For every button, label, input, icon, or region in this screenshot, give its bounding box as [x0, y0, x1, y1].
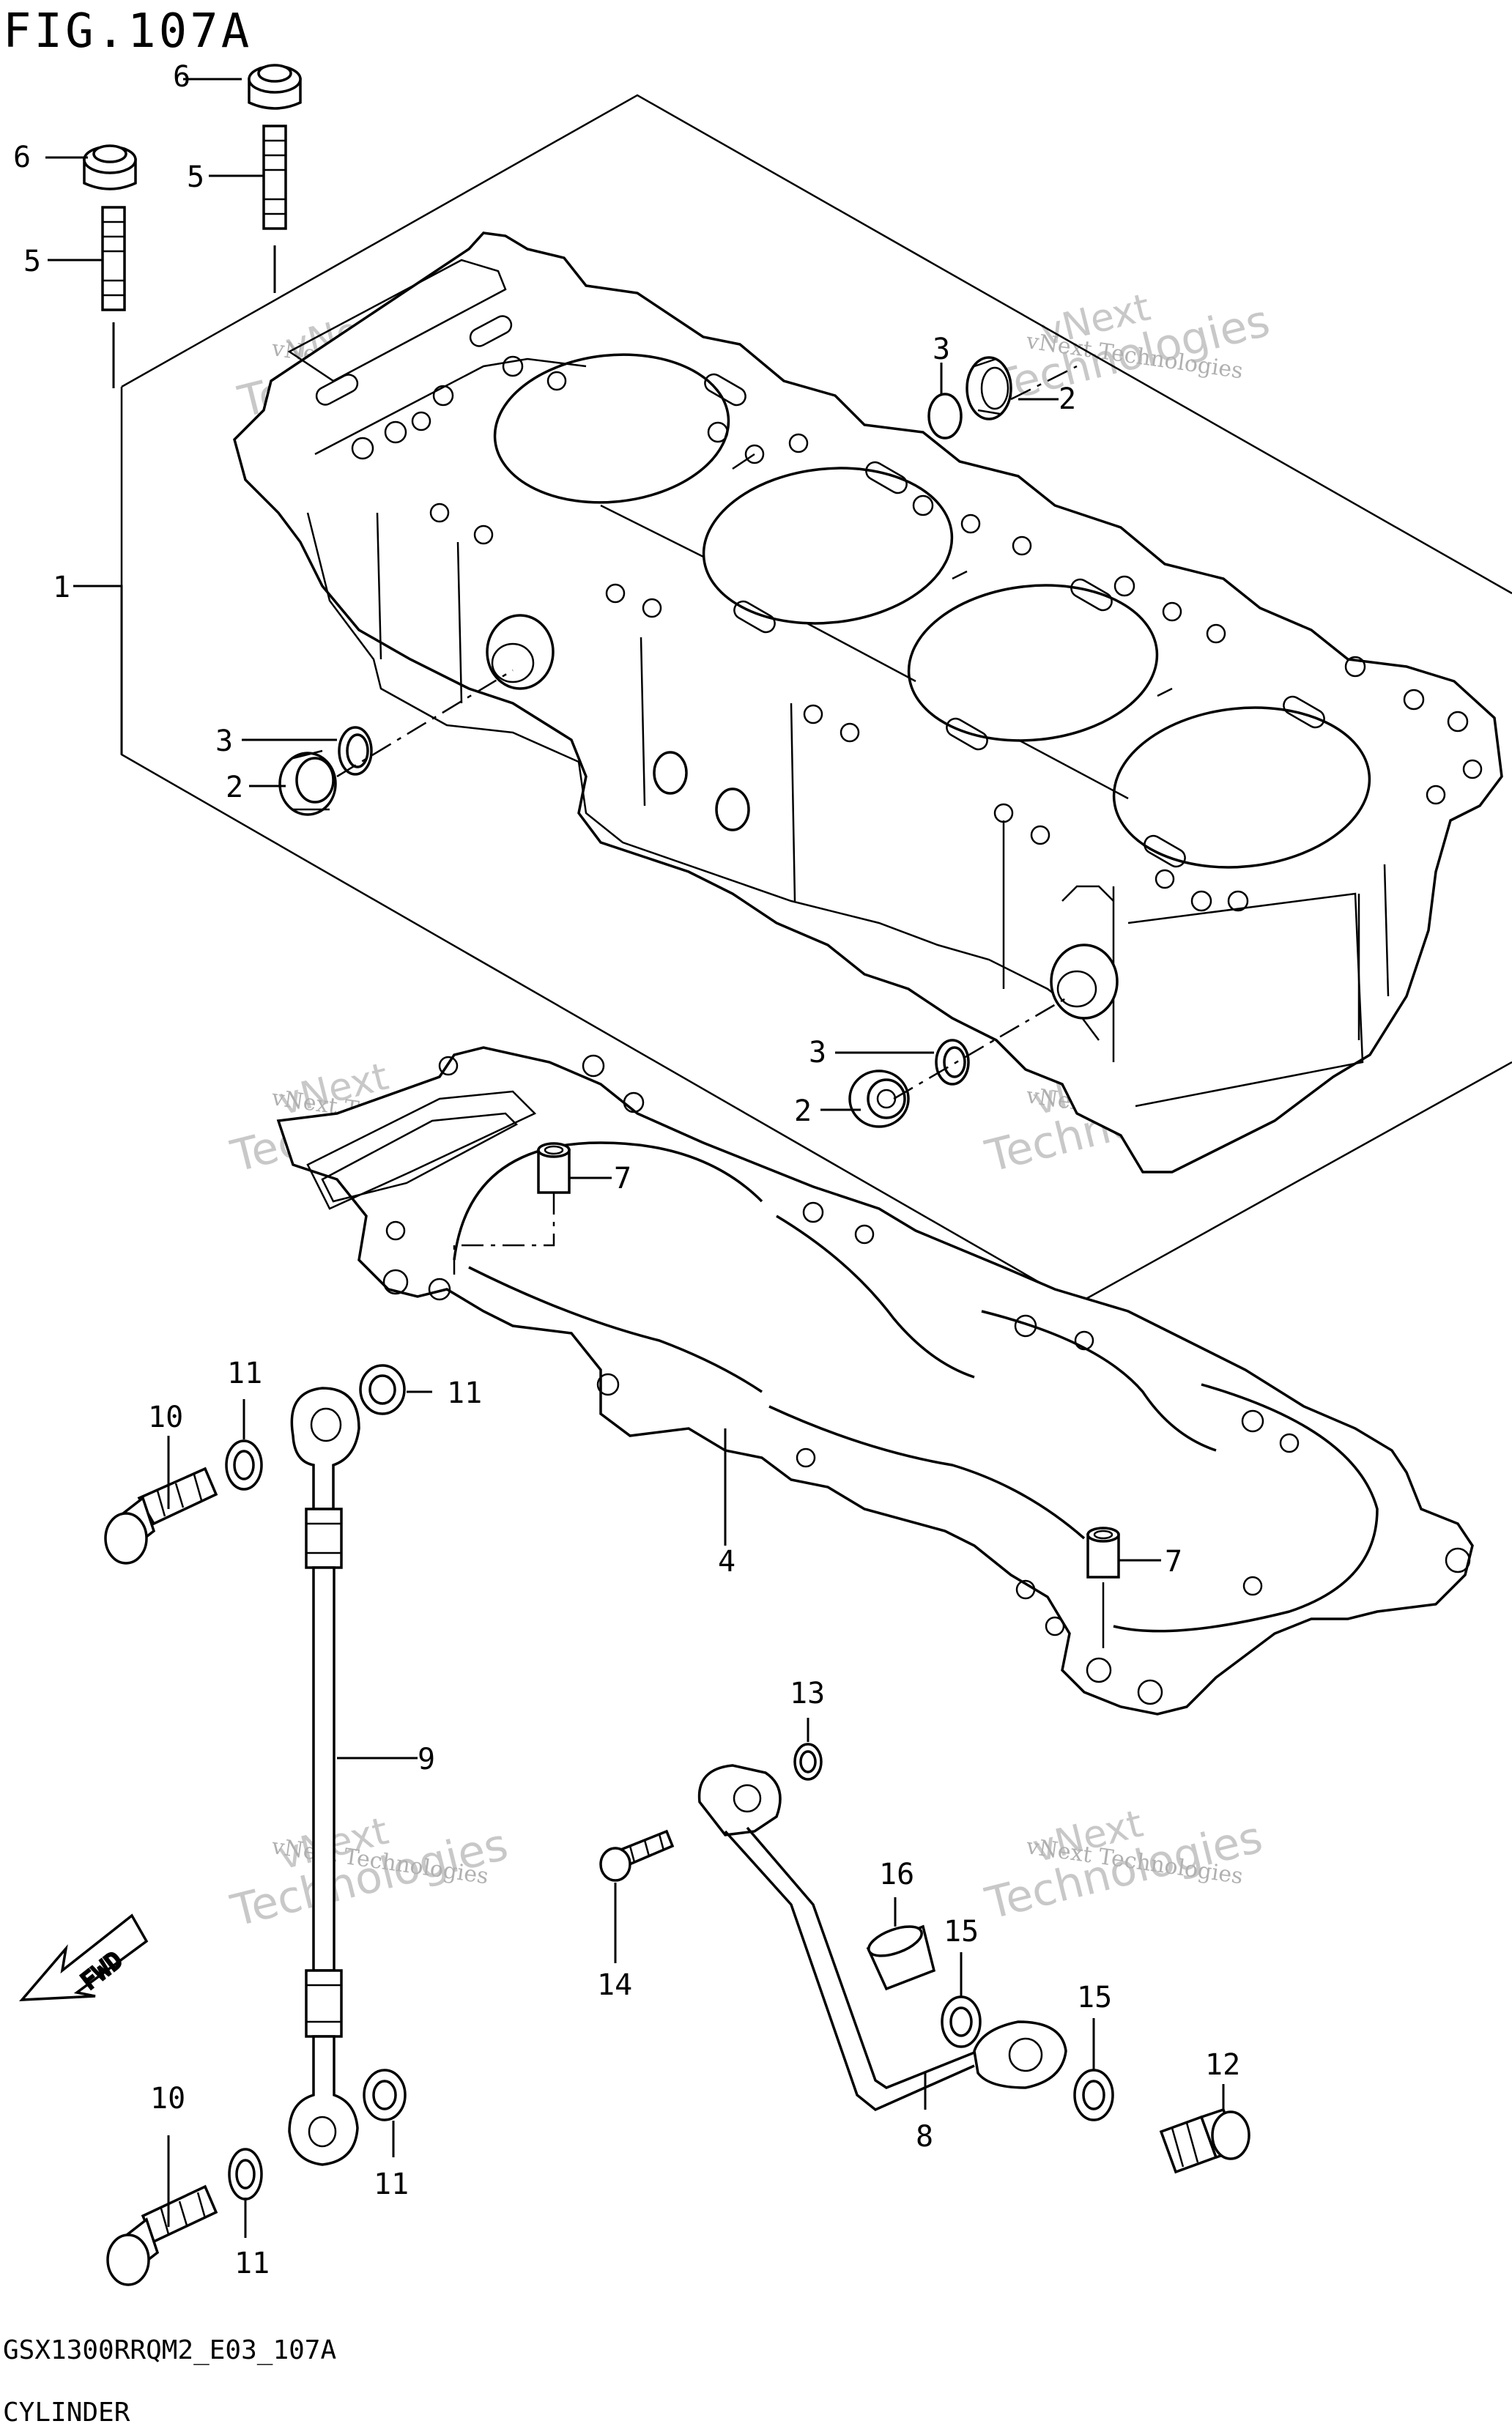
o-ring-middle [935, 1039, 970, 1086]
washer-bottom-left [228, 2148, 263, 2201]
callout-15-left: 15 [944, 1915, 979, 1949]
fwd-arrow: FWD [19, 1913, 149, 2001]
bore-3 [907, 584, 1159, 742]
callout-11-top-right: 11 [447, 1376, 482, 1410]
callout-labels: 6 6 5 5 1 3 2 3 2 3 2 7 7 4 9 10 11 11 1… [13, 60, 1240, 2280]
callout-14: 14 [597, 1968, 632, 2002]
callout-13: 13 [790, 1677, 825, 1710]
oil-pipe [697, 1764, 1067, 2112]
dowel-pin-upper [453, 1142, 571, 1275]
plug-16 [866, 1924, 936, 1991]
union-bolt-12 [1159, 2107, 1250, 2174]
callout-4: 4 [718, 1545, 735, 1579]
callout-9: 9 [418, 1743, 435, 1776]
callout-5-upper: 5 [187, 160, 204, 194]
callout-11-top-left: 11 [227, 1357, 262, 1390]
callout-2-middle: 2 [794, 1094, 812, 1128]
union-bolt-lower [106, 2184, 218, 2286]
cylinder-block [120, 94, 1512, 1305]
alignment-lines [336, 365, 1078, 1100]
plug-middle [848, 1069, 910, 1128]
callout-11-bottom-right: 11 [374, 2168, 409, 2201]
washer-top-right [359, 1364, 406, 1415]
callout-1: 1 [53, 571, 70, 604]
callout-3-middle: 3 [809, 1036, 826, 1069]
washer-top-left [225, 1439, 263, 1491]
bore-4 [1112, 706, 1371, 869]
union-bolt-upper [104, 1467, 218, 1565]
washer-15-left [941, 1995, 982, 2048]
washer-bottom-right [363, 2069, 407, 2121]
callout-10-lower: 10 [150, 2082, 185, 2116]
leader-lines [45, 78, 1225, 2238]
callout-8: 8 [916, 2120, 933, 2154]
callout-7-upper: 7 [614, 1162, 631, 1195]
callout-6-lower: 6 [13, 141, 31, 174]
plug-left [278, 749, 337, 816]
nut-right [248, 64, 302, 110]
o-ring-left [338, 726, 373, 776]
callout-3-upper: 3 [933, 333, 950, 366]
figure-title: FIG.107A [3, 4, 252, 59]
callout-5-lower: 5 [23, 245, 41, 278]
callout-2-upper: 2 [1059, 382, 1076, 416]
callout-10-upper: 10 [148, 1401, 183, 1434]
callout-11-bottom-left: 11 [234, 2247, 270, 2280]
callout-3-left: 3 [215, 724, 233, 758]
callout-16: 16 [879, 1858, 914, 1891]
washer-15-right [1073, 2069, 1114, 2121]
watermark-top-right: vNext Technologies [987, 286, 1275, 414]
callout-15-right: 15 [1077, 1981, 1112, 2014]
dowel-pin-lower [1086, 1527, 1120, 1648]
bore-1 [493, 353, 730, 504]
cylinder-gasket [276, 1046, 1474, 1716]
stud-left [101, 206, 126, 388]
callout-2-left: 2 [226, 771, 243, 804]
plug-upper-right [966, 356, 1012, 420]
washer-13 [793, 1743, 823, 1781]
stud-right [262, 125, 287, 293]
callout-7-lower: 7 [1165, 1545, 1182, 1579]
callout-6-upper: 6 [173, 60, 190, 94]
section-name: CYLINDER [3, 2398, 130, 2428]
callout-12: 12 [1205, 2048, 1240, 2082]
model-code: GSX1300RRQM2_E03_107A [3, 2335, 336, 2365]
oil-hose [288, 1387, 360, 2166]
nut-left [83, 144, 137, 190]
o-ring-upper-right [927, 393, 963, 440]
bolt-14 [599, 1829, 675, 1882]
bore-2 [702, 467, 954, 625]
